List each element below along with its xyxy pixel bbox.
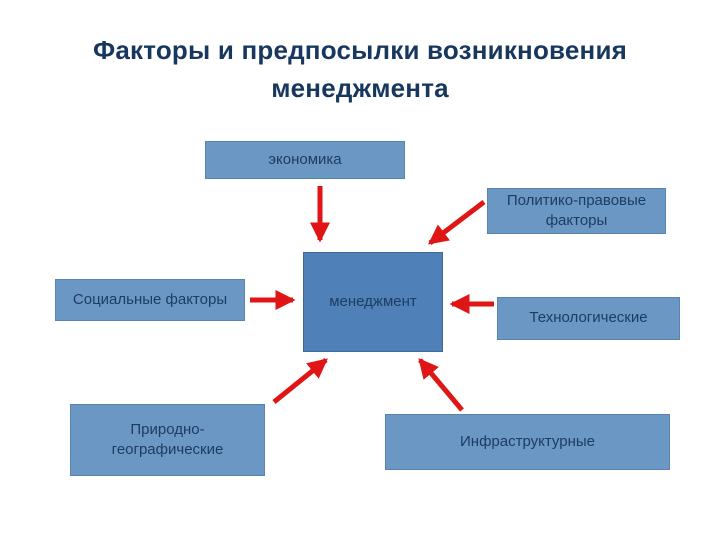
arrow-natural-to-center	[272, 358, 328, 404]
slide-title-line2: менеджмента	[271, 72, 449, 103]
arrow-political-to-center	[428, 200, 486, 245]
node-natural-geographic-factors: Природно-географические	[70, 404, 265, 476]
slide-title-line1: Факторы и предпосылки возникновения	[93, 35, 627, 65]
node-social-factors: Социальные факторы	[55, 279, 245, 321]
arrow-infrastructure-to-center	[418, 358, 464, 412]
node-economy: экономика	[205, 141, 405, 179]
node-infrastructure-factors: Инфраструктурные	[385, 414, 670, 470]
node-management-center: менеджмент	[303, 252, 443, 352]
node-technological-factors: Технологические	[497, 297, 680, 340]
slide-title: Факторы и предпосылки возникновения мене…	[0, 32, 720, 107]
node-political-legal-factors: Политико-правовые факторы	[487, 188, 666, 234]
